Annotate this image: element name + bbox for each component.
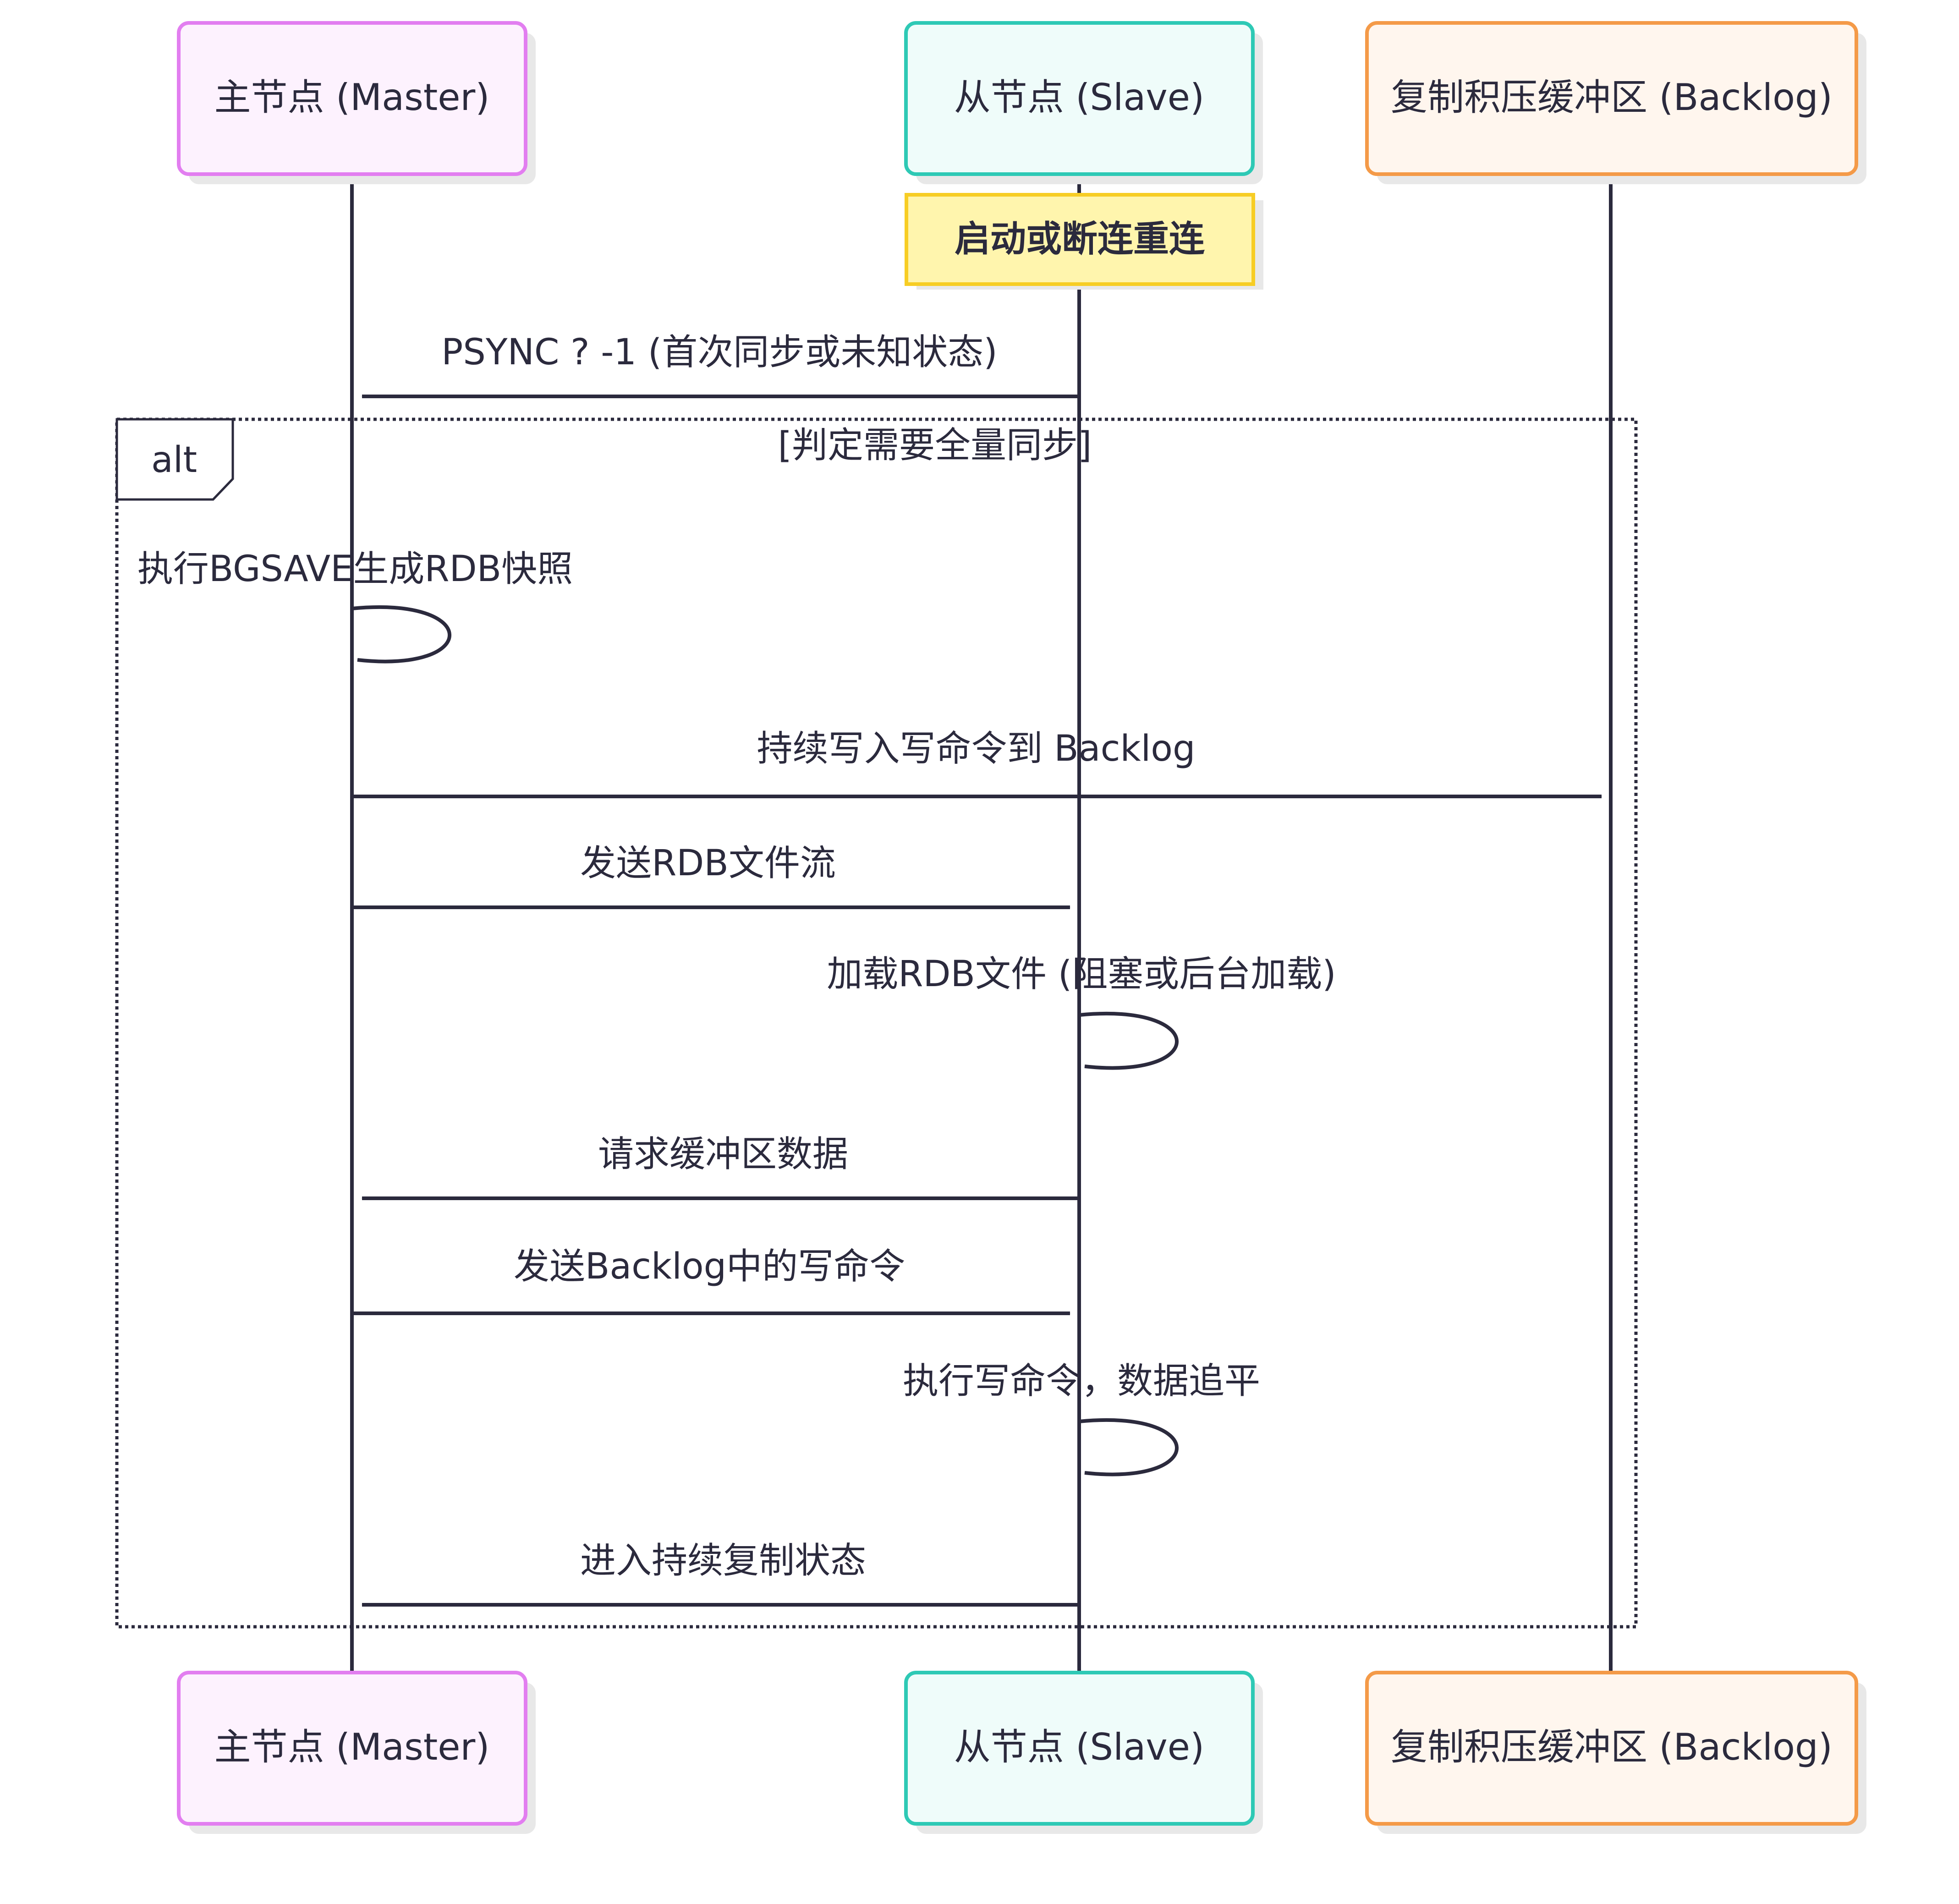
message-request-buffer: 请求缓冲区数据 bbox=[362, 1134, 1079, 1200]
participant-label: 复制积压缓冲区 (Backlog) bbox=[1391, 76, 1833, 119]
note-startup: 启动或断连重连 bbox=[905, 193, 1263, 290]
participant-label: 主节点 (Master) bbox=[214, 76, 489, 119]
alt-label: alt bbox=[151, 439, 197, 481]
participant-slave-bottom: 从节点 (Slave) bbox=[904, 1671, 1263, 1834]
participant-master-top: 主节点 (Master) bbox=[177, 21, 536, 184]
self-loop-arrow bbox=[1079, 1011, 1179, 1070]
note-text: 启动或断连重连 bbox=[955, 219, 1205, 260]
message-label: 进入持续复制状态 bbox=[580, 1540, 866, 1581]
message-label: 执行写命令，数据追平 bbox=[903, 1361, 1260, 1402]
message-label: 发送RDB文件流 bbox=[580, 843, 836, 884]
message-load-rdb: 加载RDB文件 (阻塞或后台加载) bbox=[827, 954, 1336, 1070]
participant-label: 从节点 (Slave) bbox=[954, 76, 1204, 119]
message-bgsave: 执行BGSAVE生成RDB快照 bbox=[137, 549, 573, 664]
message-label: 持续写入写命令到 Backlog bbox=[757, 728, 1195, 769]
message-label: 加载RDB文件 (阻塞或后台加载) bbox=[827, 954, 1336, 995]
message-psync: PSYNC ? -1 (首次同步或未知状态) bbox=[362, 332, 1079, 398]
self-loop-arrow bbox=[351, 605, 451, 664]
participant-backlog-bottom: 复制积压缓冲区 (Backlog) bbox=[1365, 1671, 1866, 1834]
alt-frame: alt [判定需要全量同步] bbox=[115, 417, 1638, 1629]
message-send-rdb: 发送RDB文件流 bbox=[352, 843, 1070, 909]
self-loop-arrow bbox=[1079, 1418, 1179, 1476]
participant-slave-top: 从节点 (Slave) bbox=[904, 21, 1263, 184]
participant-label: 复制积压缓冲区 (Backlog) bbox=[1391, 1726, 1833, 1768]
message-send-backlog: 发送Backlog中的写命令 bbox=[352, 1246, 1070, 1315]
message-execute-commands: 执行写命令，数据追平 bbox=[903, 1361, 1260, 1476]
participant-label: 主节点 (Master) bbox=[214, 1726, 489, 1768]
message-write-backlog: 持续写入写命令到 Backlog bbox=[352, 728, 1602, 798]
participant-label: 从节点 (Slave) bbox=[954, 1726, 1204, 1768]
alt-condition: [判定需要全量同步] bbox=[778, 425, 1092, 466]
message-continuous-replication: 进入持续复制状态 bbox=[362, 1540, 1079, 1607]
alt-frame-tab bbox=[115, 418, 234, 501]
participant-master-bottom: 主节点 (Master) bbox=[177, 1671, 536, 1834]
message-label: 执行BGSAVE生成RDB快照 bbox=[137, 549, 573, 590]
message-label: PSYNC ? -1 (首次同步或未知状态) bbox=[441, 332, 997, 373]
message-label: 请求缓冲区数据 bbox=[598, 1134, 848, 1175]
message-label: 发送Backlog中的写命令 bbox=[514, 1246, 905, 1287]
participant-backlog-top: 复制积压缓冲区 (Backlog) bbox=[1365, 21, 1866, 184]
